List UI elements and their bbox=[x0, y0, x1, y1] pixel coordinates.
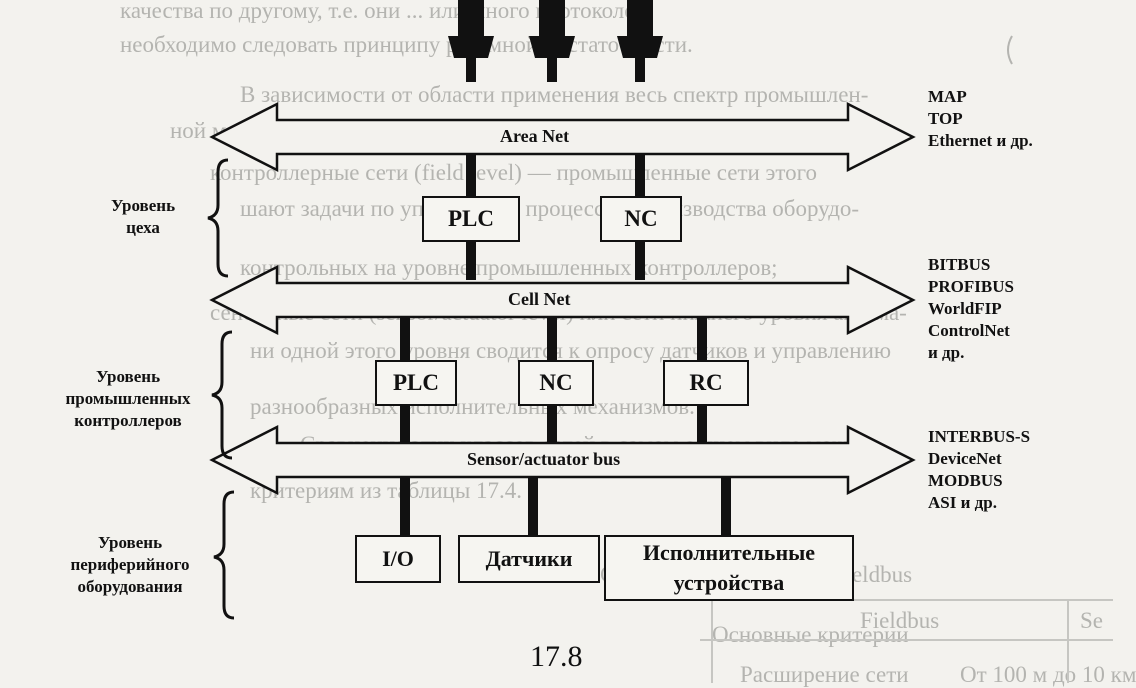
background-line: контрольных на уровне промышленных контр… bbox=[240, 255, 778, 280]
level-label-line: Уровень bbox=[95, 367, 161, 386]
level-label-line: цеха bbox=[126, 218, 160, 237]
brace-peripheral bbox=[213, 490, 235, 620]
controller-rc-box: RC bbox=[663, 360, 749, 406]
figure-number: 17.8 bbox=[530, 640, 583, 673]
area-net-arrow bbox=[209, 101, 916, 173]
shop-plc-box: PLC bbox=[422, 196, 520, 242]
network-name: MAP bbox=[928, 87, 967, 106]
connector bbox=[466, 154, 645, 198]
level-label-line: промышленных bbox=[65, 389, 191, 408]
background-line: Se bbox=[1080, 608, 1103, 633]
workstation-icon bbox=[448, 0, 494, 82]
background-line: Основные критерии bbox=[712, 622, 909, 647]
background-line: контроллерные сети (field level) — промы… bbox=[210, 160, 818, 185]
level-label-line: оборудования bbox=[77, 577, 183, 596]
sensor-networks-list: INTERBUS-S DeviceNet MODBUS ASI и др. bbox=[928, 426, 1030, 514]
connector bbox=[400, 317, 707, 362]
shop-nc-box: NC bbox=[600, 196, 682, 242]
sensor-bus-arrow bbox=[209, 424, 916, 496]
connector bbox=[466, 240, 645, 280]
level-label-peripheral: Уровень периферийного оборудования bbox=[40, 532, 220, 598]
background-line: В зависимости от области применения весь… bbox=[240, 82, 869, 107]
actuators-box: Исполнительные устройства bbox=[604, 535, 854, 601]
level-label-line: периферийного bbox=[70, 555, 190, 574]
level-label-line: Уровень bbox=[97, 533, 163, 552]
area-networks-list: MAP TOP Ethernet и др. bbox=[928, 86, 1033, 152]
controller-nc-box: NC bbox=[518, 360, 594, 406]
network-name: MODBUS bbox=[928, 471, 1003, 490]
network-name: TOP bbox=[928, 109, 963, 128]
workstation-icon bbox=[617, 0, 663, 82]
cell-net-arrow bbox=[209, 264, 916, 336]
network-name: WorldFIP bbox=[928, 299, 1002, 318]
level-label-controllers: Уровень промышленных контроллеров bbox=[28, 366, 228, 432]
background-table-lines bbox=[700, 599, 1113, 683]
network-name: BITBUS bbox=[928, 255, 991, 274]
network-name: INTERBUS-S bbox=[928, 427, 1031, 446]
network-name: ASI и др. bbox=[928, 493, 997, 512]
brace-shop bbox=[207, 158, 229, 278]
background-line: Fieldbus bbox=[860, 608, 940, 633]
background-line: необходимо следовать принципу разумной д… bbox=[120, 32, 693, 57]
controller-plc-box: PLC bbox=[375, 360, 457, 406]
cell-networks-list: BITBUS PROFIBUS WorldFIP ControlNet и др… bbox=[928, 254, 1014, 364]
sensors-box: Датчики bbox=[458, 535, 600, 583]
brace-controllers bbox=[211, 330, 233, 460]
background-line: ни одной этого уровня сводится к опросу … bbox=[250, 338, 892, 363]
margin-mark bbox=[1007, 35, 1013, 65]
background-line: От 100 м до 10 км bbox=[960, 662, 1136, 687]
level-label-shop: Уровень цеха bbox=[78, 195, 208, 239]
workstation-icon bbox=[529, 0, 575, 82]
cell-net-label: Cell Net bbox=[508, 289, 571, 309]
area-net-label: Area Net bbox=[500, 126, 570, 146]
level-label-line: Уровень bbox=[110, 196, 176, 215]
network-diagram bbox=[207, 0, 1113, 683]
background-line: шают задачи по управлению процессом прои… bbox=[240, 196, 860, 221]
background-line: разнообразных исполнительных механизмов. bbox=[250, 394, 695, 419]
io-box: I/O bbox=[355, 535, 441, 583]
connector bbox=[400, 404, 707, 442]
background-line: критериям из таблицы 17.4. bbox=[250, 478, 523, 503]
level-label-line: контроллеров bbox=[74, 411, 182, 430]
background-line: качества по другому, т.е. они ... или мн… bbox=[120, 0, 653, 23]
background-line: Расширение сети bbox=[740, 662, 909, 687]
network-name: DeviceNet bbox=[928, 449, 1002, 468]
network-name: PROFIBUS bbox=[928, 277, 1014, 296]
connector bbox=[400, 477, 731, 537]
sensor-bus-label: Sensor/actuator bus bbox=[467, 449, 621, 469]
network-name: Ethernet и др. bbox=[928, 131, 1033, 150]
network-name: и др. bbox=[928, 343, 965, 362]
network-name: ControlNet bbox=[928, 321, 1010, 340]
